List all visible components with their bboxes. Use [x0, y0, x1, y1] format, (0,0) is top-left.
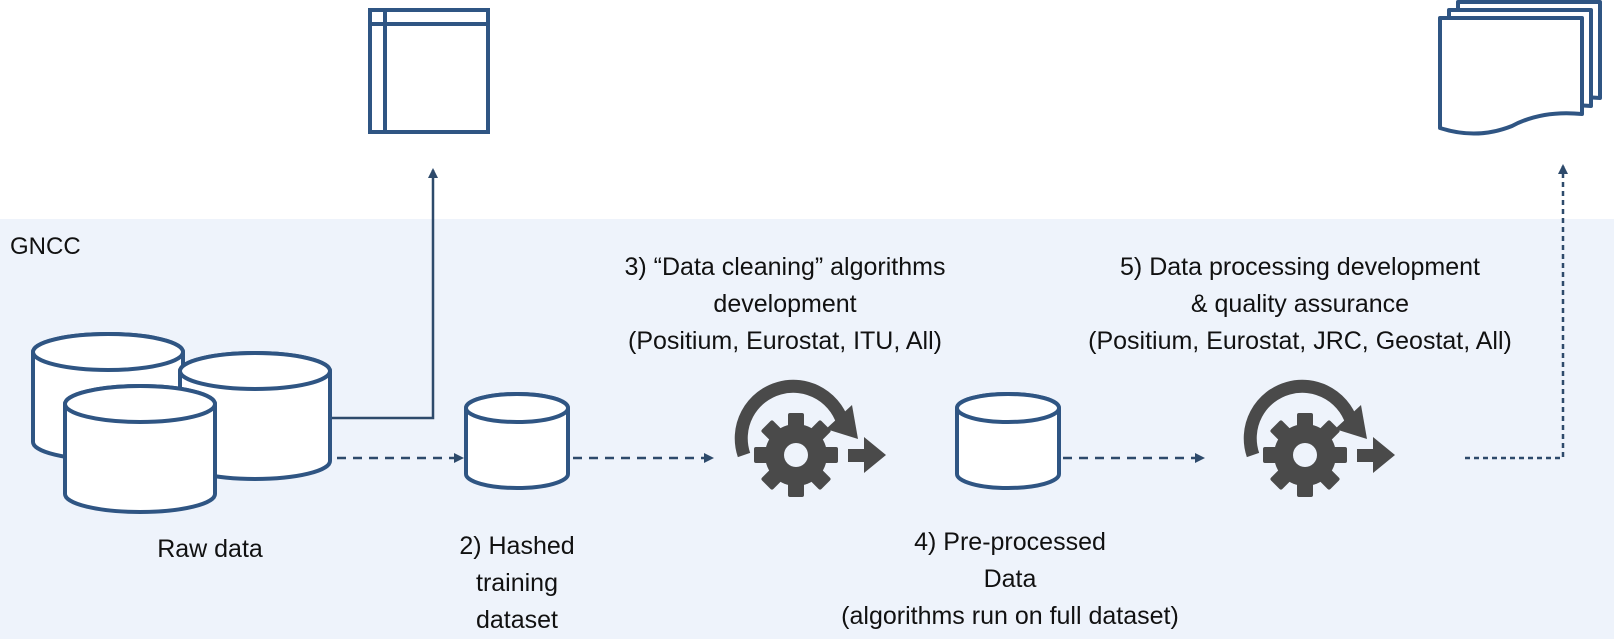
- table-icon: [368, 8, 490, 134]
- preprocessed-data-label: 4) Pre-processed Data (algorithms run on…: [841, 528, 1179, 630]
- data-processing-label: 5) Data processing development & quality…: [1088, 253, 1512, 355]
- hashed-dataset-database-icon: [464, 392, 570, 490]
- preprocessed-database-icon: [955, 392, 1061, 490]
- raw-to-table-connector: [332, 168, 438, 420]
- raw-data-databases-icon: [31, 332, 332, 514]
- raw-data-label: Raw data: [157, 535, 263, 563]
- processing-to-documents-connector: [1465, 164, 1568, 460]
- data-cleaning-label: 3) “Data cleaning” algorithms developmen…: [624, 253, 946, 355]
- hashed-dataset-label: 2) Hashed training dataset: [459, 532, 575, 634]
- documents-icon: [1438, 0, 1602, 136]
- region-label: GNCC: [10, 233, 81, 260]
